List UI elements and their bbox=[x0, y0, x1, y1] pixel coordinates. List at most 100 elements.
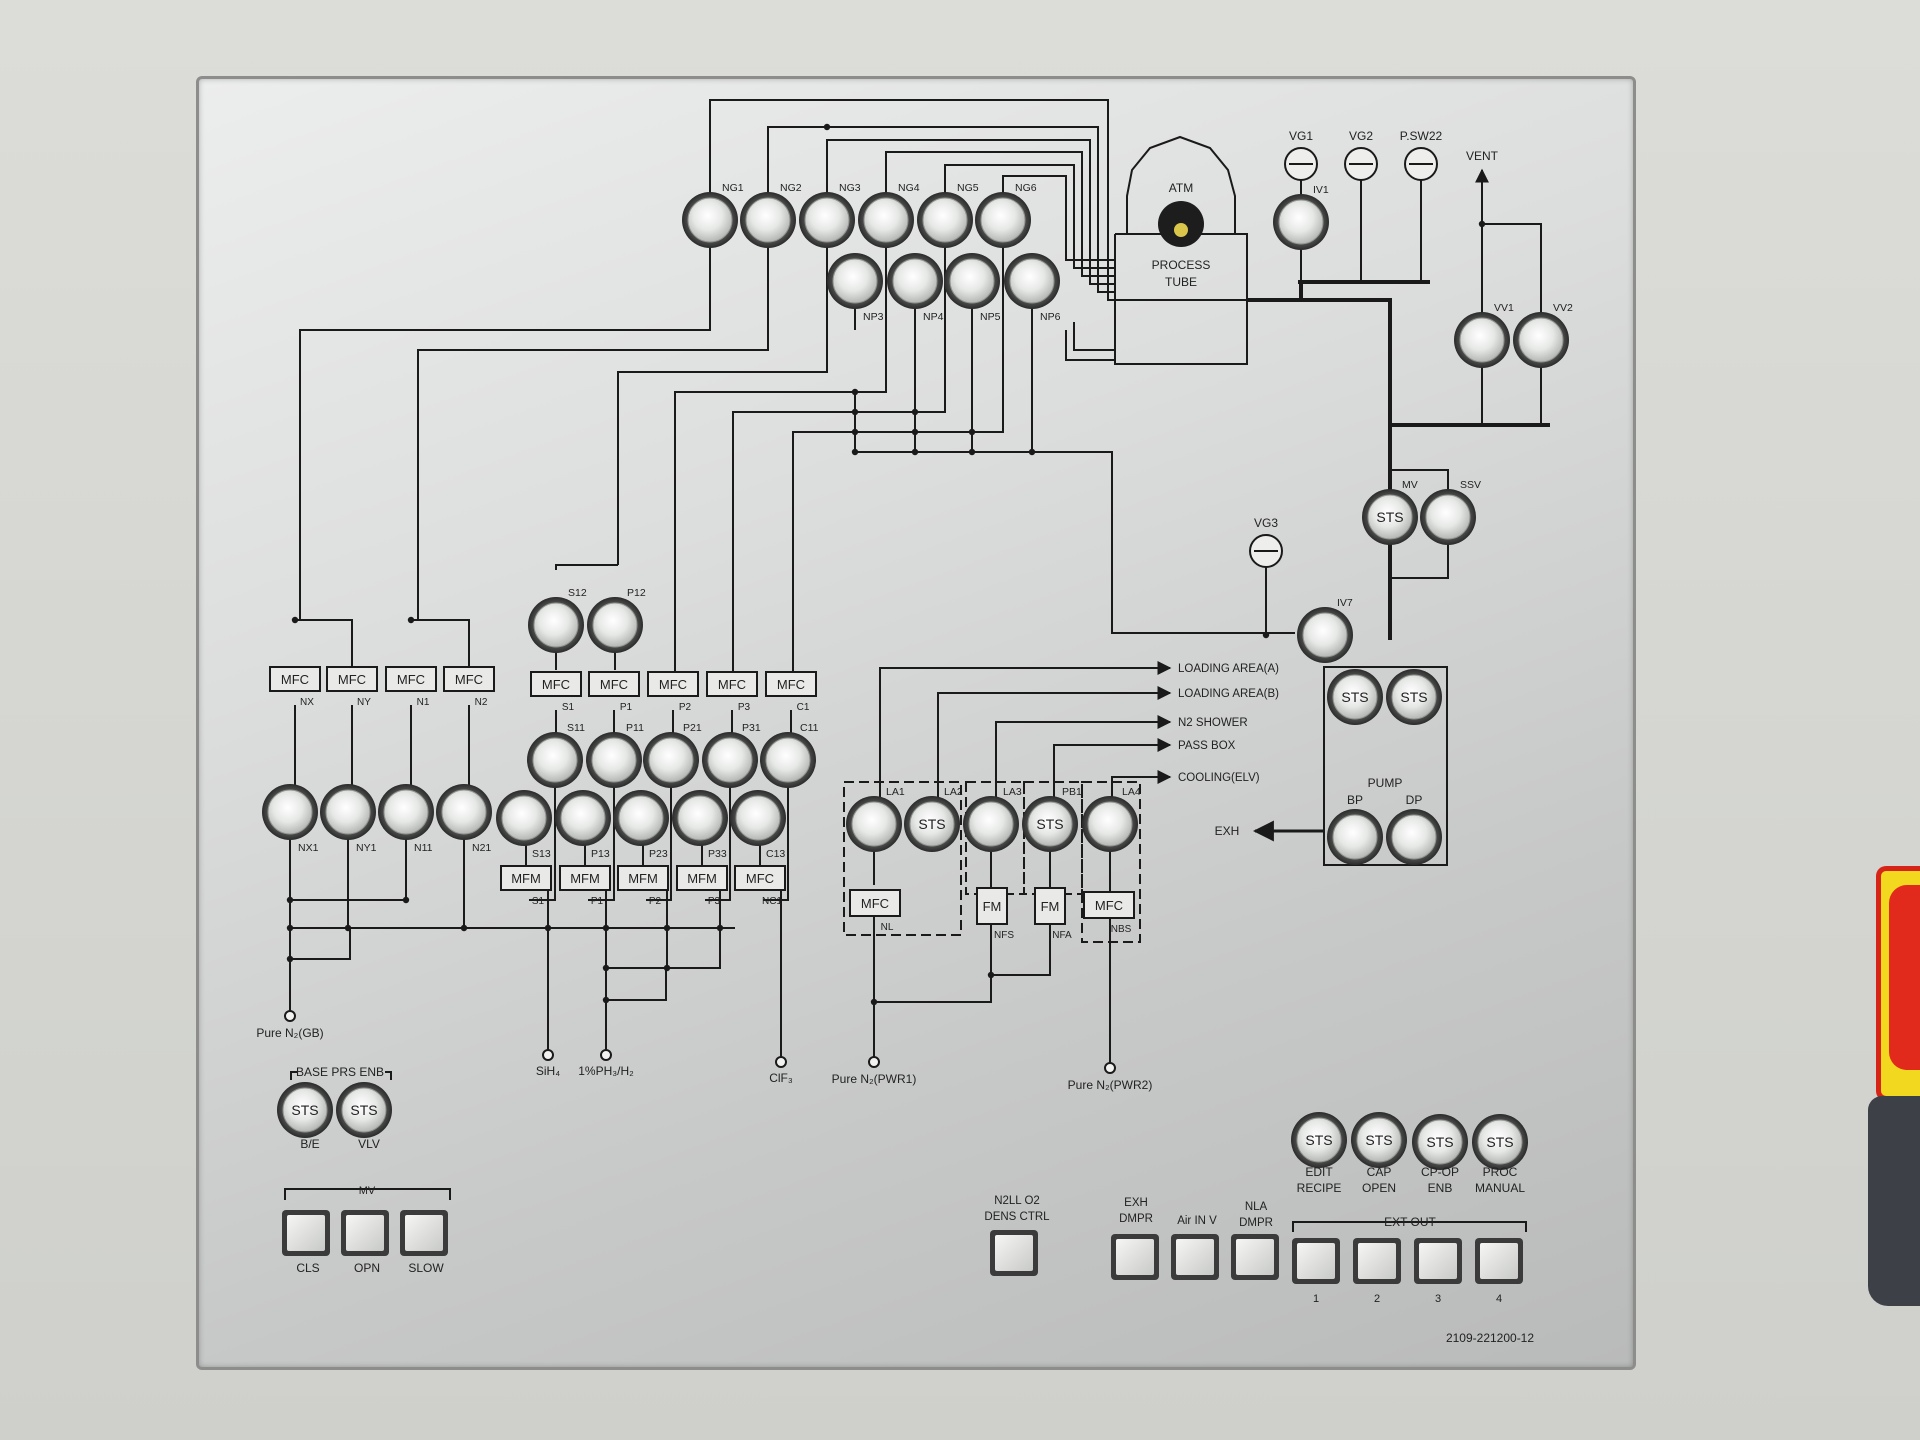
valve-n11[interactable] bbox=[378, 784, 434, 840]
ph3-branch bbox=[606, 890, 721, 969]
valve-lamp bbox=[804, 197, 850, 243]
valve-la4[interactable] bbox=[1082, 796, 1138, 852]
valve-nx1[interactable] bbox=[262, 784, 318, 840]
valve-c11[interactable] bbox=[760, 732, 816, 788]
status-button-2[interactable]: STS bbox=[1412, 1114, 1468, 1170]
valve-label: NY1 bbox=[356, 842, 377, 854]
source-clf3 bbox=[775, 1056, 787, 1068]
valve-vv1[interactable] bbox=[1454, 312, 1510, 368]
process-tube-label: TUBE bbox=[1165, 275, 1197, 289]
valve-label: LA2 bbox=[944, 786, 963, 798]
valve-p21[interactable] bbox=[643, 732, 699, 788]
tube-flange bbox=[1115, 233, 1248, 300]
valve-np6[interactable] bbox=[1004, 253, 1060, 309]
valve-p33[interactable] bbox=[672, 790, 728, 846]
button-be[interactable]: STS bbox=[277, 1082, 333, 1138]
button-face bbox=[1297, 1243, 1335, 1279]
status-button-1[interactable]: STS bbox=[1351, 1112, 1407, 1168]
valve-ng1[interactable] bbox=[682, 192, 738, 248]
valve-label: N11 bbox=[414, 842, 433, 854]
valve-lamp bbox=[922, 197, 968, 243]
button-face bbox=[405, 1215, 443, 1251]
pump-sts-2[interactable]: STS bbox=[1386, 669, 1442, 725]
junction-dot bbox=[602, 924, 610, 932]
exhaust-main bbox=[1247, 298, 1392, 640]
valve-dp[interactable] bbox=[1386, 809, 1442, 865]
mv-opn-button[interactable] bbox=[341, 1210, 389, 1256]
box-sublabel: P1 bbox=[620, 702, 633, 713]
valve-label: N21 bbox=[472, 842, 491, 854]
valve-ssv[interactable] bbox=[1420, 489, 1476, 545]
valve-bp[interactable] bbox=[1327, 809, 1383, 865]
exh-dmpr-button[interactable] bbox=[1111, 1234, 1159, 1280]
valve-lamp bbox=[1391, 814, 1437, 860]
valve-iv7[interactable] bbox=[1297, 607, 1353, 663]
fm-nfa bbox=[1034, 887, 1066, 925]
n2ll-dens-button[interactable] bbox=[990, 1230, 1038, 1276]
destination-label: LOADING AREA(A) bbox=[1178, 663, 1279, 675]
mfm-2 bbox=[617, 865, 669, 891]
junction-dot bbox=[1028, 448, 1036, 456]
source-label-pwr2: Pure N₂(PWR2) bbox=[1068, 1078, 1153, 1092]
valve-ng5[interactable] bbox=[917, 192, 973, 248]
valve-np4[interactable] bbox=[887, 253, 943, 309]
valve-label: VV2 bbox=[1553, 302, 1573, 314]
valve-ng6[interactable] bbox=[975, 192, 1031, 248]
nla-dmpr-button[interactable] bbox=[1231, 1234, 1279, 1280]
box-sublabel: C1 bbox=[797, 702, 810, 713]
valve-p13[interactable] bbox=[555, 790, 611, 846]
valve-lamp bbox=[1302, 612, 1348, 658]
mfc-nbs-text: MFC bbox=[1095, 898, 1123, 913]
sts-text: STS bbox=[1486, 1134, 1513, 1150]
pump-sts-1[interactable]: STS bbox=[1327, 669, 1383, 725]
valve-n21[interactable] bbox=[436, 784, 492, 840]
valve-p23[interactable] bbox=[613, 790, 669, 846]
valve-ng2[interactable] bbox=[740, 192, 796, 248]
valve-ny1[interactable] bbox=[320, 784, 376, 840]
valve-mv[interactable]: STS bbox=[1362, 489, 1418, 545]
valve-ng4[interactable] bbox=[858, 192, 914, 248]
mid-link bbox=[705, 785, 731, 901]
mv-cls-button[interactable] bbox=[282, 1210, 330, 1256]
valve-p12[interactable] bbox=[587, 597, 643, 653]
valve-label: P21 bbox=[683, 722, 702, 734]
status-label-1: CAP bbox=[1367, 1165, 1392, 1179]
valve-np3[interactable] bbox=[827, 253, 883, 309]
valve-label: P11 bbox=[626, 722, 644, 734]
valve-p11[interactable] bbox=[586, 732, 642, 788]
junction-dot bbox=[851, 448, 859, 456]
valve-s12[interactable] bbox=[528, 597, 584, 653]
valve-pb1[interactable]: STS bbox=[1022, 796, 1078, 852]
mfm-3-text: MFM bbox=[687, 871, 717, 886]
valve-la1[interactable] bbox=[846, 796, 902, 852]
valve-c13[interactable] bbox=[730, 790, 786, 846]
valve-la3[interactable] bbox=[963, 796, 1019, 852]
valve-vv2[interactable] bbox=[1513, 312, 1569, 368]
valve-ng3[interactable] bbox=[799, 192, 855, 248]
mfc-ny bbox=[326, 666, 378, 692]
status-button-3[interactable]: STS bbox=[1472, 1114, 1528, 1170]
valve-label: P23 bbox=[649, 848, 668, 860]
valve-la2[interactable]: STS bbox=[904, 796, 960, 852]
valve-p31[interactable] bbox=[702, 732, 758, 788]
ext-out-button-1[interactable] bbox=[1292, 1238, 1340, 1284]
be-label: B/E bbox=[300, 1137, 319, 1151]
gauge-label: VG3 bbox=[1254, 516, 1278, 530]
valve-iv1[interactable] bbox=[1273, 194, 1329, 250]
valve-label: NG5 bbox=[957, 182, 979, 194]
valve-s13[interactable] bbox=[496, 790, 552, 846]
nla-dmpr-label: DMPR bbox=[1239, 1217, 1273, 1229]
ext-out-button-3[interactable] bbox=[1414, 1238, 1462, 1284]
valve-s11[interactable] bbox=[527, 732, 583, 788]
junction-dot bbox=[663, 924, 671, 932]
air-in-button[interactable] bbox=[1171, 1234, 1219, 1280]
valve-label: P13 bbox=[591, 848, 610, 860]
button-vlv[interactable]: STS bbox=[336, 1082, 392, 1138]
status-button-0[interactable]: STS bbox=[1291, 1112, 1347, 1168]
mv-slow-button[interactable] bbox=[400, 1210, 448, 1256]
ng3-feed bbox=[617, 220, 828, 565]
ext-out-button-4[interactable] bbox=[1475, 1238, 1523, 1284]
np-exhaust bbox=[854, 392, 1295, 634]
ext-out-button-2[interactable] bbox=[1353, 1238, 1401, 1284]
valve-np5[interactable] bbox=[944, 253, 1000, 309]
